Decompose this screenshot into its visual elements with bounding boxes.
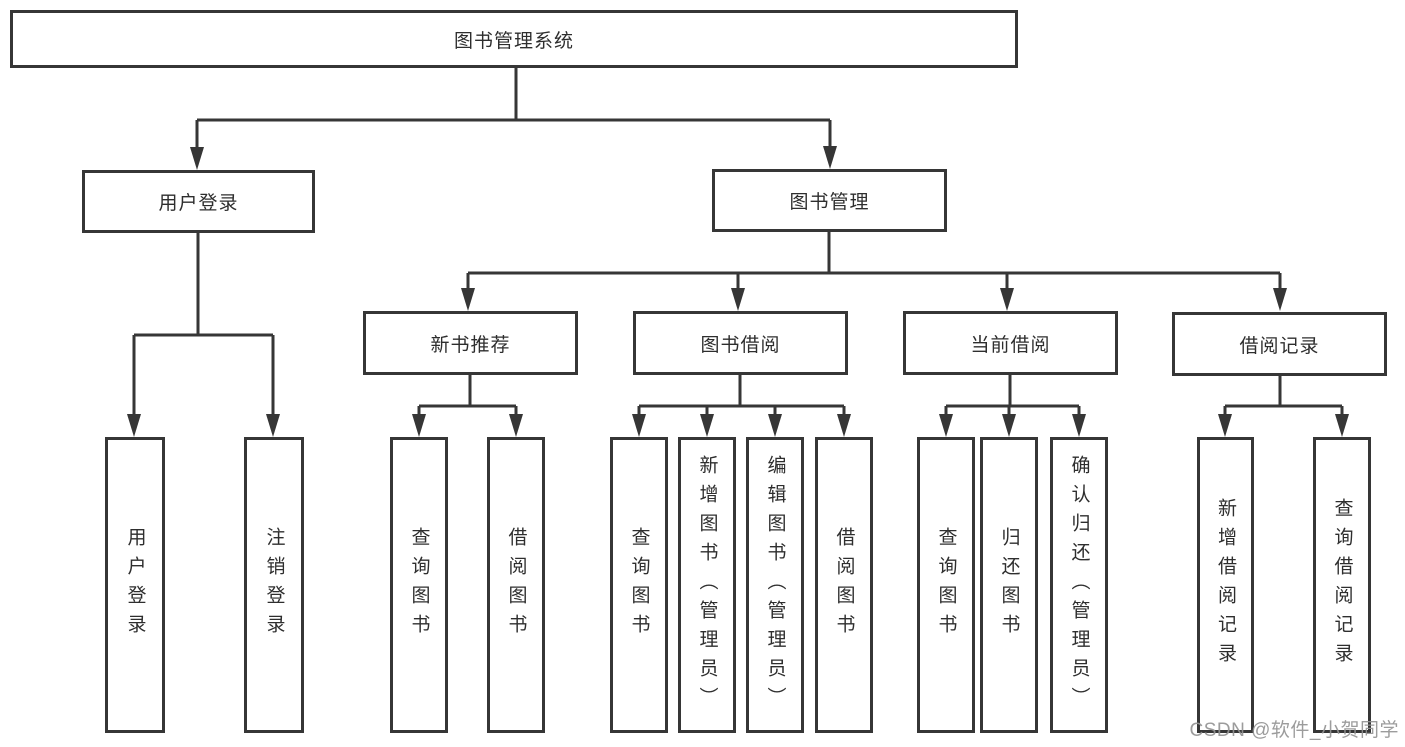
arrowhead [1273, 288, 1287, 311]
arrowhead [1072, 414, 1086, 437]
node-new-book-recommendation: 新书推荐 [363, 311, 578, 375]
node-label: 新书推荐 [430, 334, 511, 356]
node-label: 注销登录 [263, 527, 285, 643]
arrowhead [509, 414, 523, 437]
arrowhead [127, 414, 141, 437]
node-current-borrowing: 当前借阅 [903, 311, 1118, 375]
node-system-root: 图书管理系统 [10, 10, 1018, 68]
arrowhead [632, 414, 646, 437]
arrowheads [127, 146, 1349, 437]
arrowhead [939, 414, 953, 437]
node-label: 查询图书 [408, 527, 430, 643]
node-leaf-query-books-2: 查询图书 [610, 437, 668, 733]
node-leaf-logout: 注销登录 [244, 437, 304, 733]
node-label: 图书管理 [789, 192, 870, 213]
csdn-watermark: CSDN @软件_小贺同学 [1189, 720, 1399, 741]
node-leaf-edit-book-admin: 编辑图书（管理员） [746, 437, 804, 733]
arrowhead [837, 414, 851, 437]
arrowhead [823, 146, 837, 169]
arrowhead [731, 288, 745, 311]
node-label: 用户登录 [158, 193, 239, 214]
node-label: 借阅图书 [833, 527, 855, 643]
node-user-login-branch: 用户登录 [82, 170, 315, 233]
node-label: 图书借阅 [700, 334, 781, 356]
node-leaf-user-login: 用户登录 [105, 437, 165, 733]
node-leaf-query-books-3: 查询图书 [917, 437, 975, 733]
node-label: 查询图书 [935, 527, 957, 643]
connector-path [132, 68, 1344, 416]
node-label: 用户登录 [124, 527, 146, 643]
node-label: 归还图书 [998, 527, 1020, 643]
arrowhead [266, 414, 280, 437]
node-label: 图书管理系统 [453, 30, 574, 52]
node-label: 借阅图书 [505, 527, 527, 643]
node-leaf-return-book: 归还图书 [980, 437, 1038, 733]
arrowhead [461, 288, 475, 311]
node-label: 借阅记录 [1239, 335, 1320, 357]
node-leaf-add-book-admin: 新增图书（管理员） [678, 437, 736, 733]
arrowhead [1002, 414, 1016, 437]
node-label: 当前借阅 [970, 334, 1051, 356]
arrowhead [412, 414, 426, 437]
node-leaf-confirm-return-admin: 确认归还（管理员） [1050, 437, 1108, 733]
node-book-borrowing: 图书借阅 [633, 311, 848, 375]
node-leaf-add-borrow-record: 新增借阅记录 [1197, 437, 1254, 733]
arrowhead [1218, 414, 1232, 437]
node-label: 确认归还（管理员） [1068, 454, 1090, 716]
node-label: 新增图书（管理员） [696, 454, 718, 716]
arrowhead [768, 414, 782, 437]
node-leaf-borrow-books-2: 借阅图书 [815, 437, 873, 733]
node-leaf-query-books-1: 查询图书 [390, 437, 448, 733]
arrowhead [700, 414, 714, 437]
node-book-management-branch: 图书管理 [712, 169, 947, 232]
node-leaf-query-borrow-record: 查询借阅记录 [1313, 437, 1371, 733]
node-label: 查询借阅记录 [1331, 498, 1353, 672]
node-borrow-records: 借阅记录 [1172, 312, 1387, 376]
node-label: 查询图书 [628, 527, 650, 643]
node-label: 编辑图书（管理员） [764, 454, 786, 716]
arrowhead [1335, 414, 1349, 437]
node-leaf-borrow-books-1: 借阅图书 [487, 437, 545, 733]
arrowhead [190, 147, 204, 170]
node-label: 新增借阅记录 [1215, 498, 1236, 672]
arrowhead [1000, 288, 1014, 311]
